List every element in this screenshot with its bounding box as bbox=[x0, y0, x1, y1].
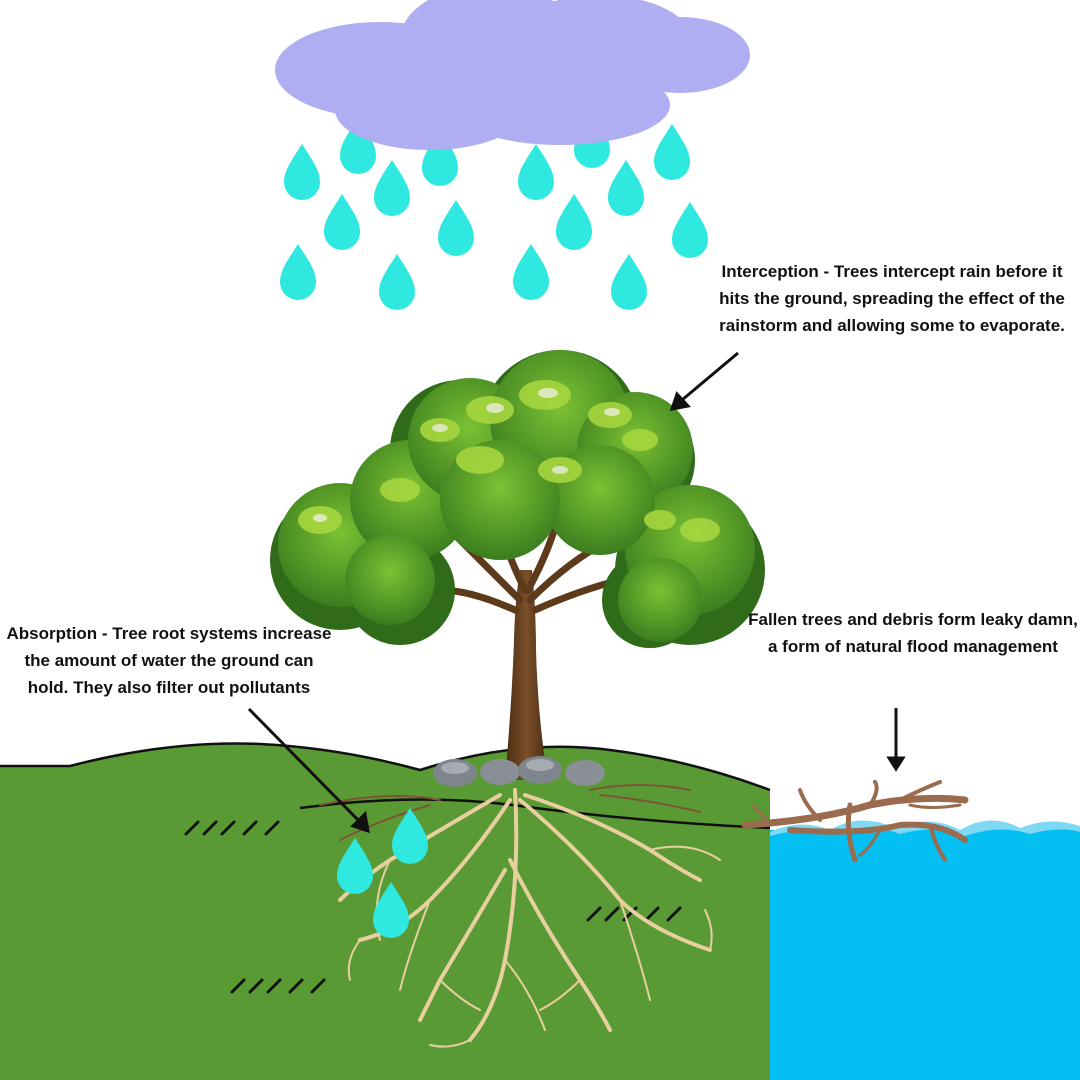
leaky-dam-annotation: Fallen trees and debris form leaky damn,… bbox=[748, 610, 1078, 656]
soil-hatch-marks bbox=[184, 820, 682, 994]
river-water bbox=[770, 820, 1080, 1080]
rain-cloud bbox=[275, 0, 750, 150]
absorption-annotation: Absorption - Tree root systems increase … bbox=[6, 624, 332, 697]
fallen-branches-leaky-dam bbox=[741, 780, 969, 863]
rocks bbox=[433, 756, 605, 787]
interception-arrow bbox=[681, 351, 739, 402]
tree-canopy bbox=[270, 350, 765, 648]
absorption-arrow bbox=[247, 707, 363, 825]
raindrops bbox=[280, 112, 708, 310]
interception-annotation: Interception - Trees intercept rain befo… bbox=[719, 262, 1065, 335]
annotation-arrows bbox=[247, 351, 906, 834]
